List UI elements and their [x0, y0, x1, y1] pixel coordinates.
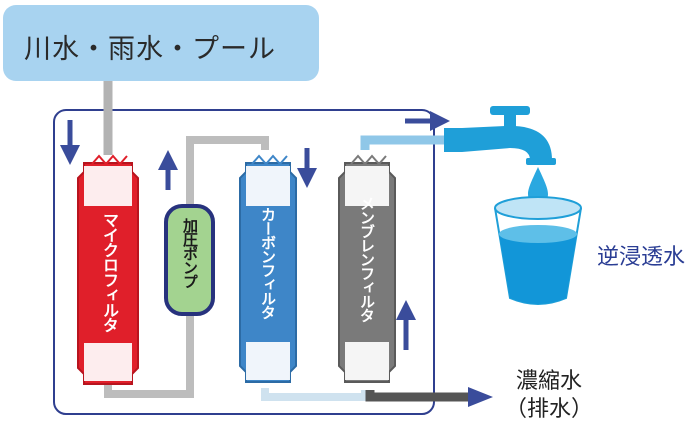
water-drop-icon [528, 167, 548, 205]
carbon-filter [239, 154, 297, 383]
membrane-filter [338, 154, 396, 383]
carbon-filter-label: カーボンフィルタ [259, 207, 277, 319]
source-label: 川水・雨水・プール [24, 34, 276, 65]
ro-water-label: 逆浸透水 [597, 245, 686, 270]
pipe-membrane-to-faucet [360, 135, 452, 150]
pipe-carbon-to-membrane [261, 388, 369, 401]
membrane-filter-label: メンブレンフィルタ [358, 196, 376, 322]
water-glass-icon [494, 196, 582, 305]
micro-filter [77, 154, 139, 385]
flow-arrows [60, 111, 450, 350]
pump-label: 加圧ポンプ [181, 218, 199, 288]
drain-pipe [365, 390, 468, 402]
system-frame [53, 109, 435, 415]
concentrate-label: 濃縮水 [515, 369, 582, 394]
micro-filter-label: マイクロフィルタ [100, 212, 119, 332]
pressure-pump [164, 204, 215, 316]
faucet-icon [444, 106, 556, 165]
concentrate-label-group: 濃縮水 （排水） [504, 368, 594, 424]
drain-label: （排水） [504, 397, 593, 422]
drain-arrow [468, 387, 493, 407]
source-box: 川水・雨水・プール [3, 5, 319, 81]
